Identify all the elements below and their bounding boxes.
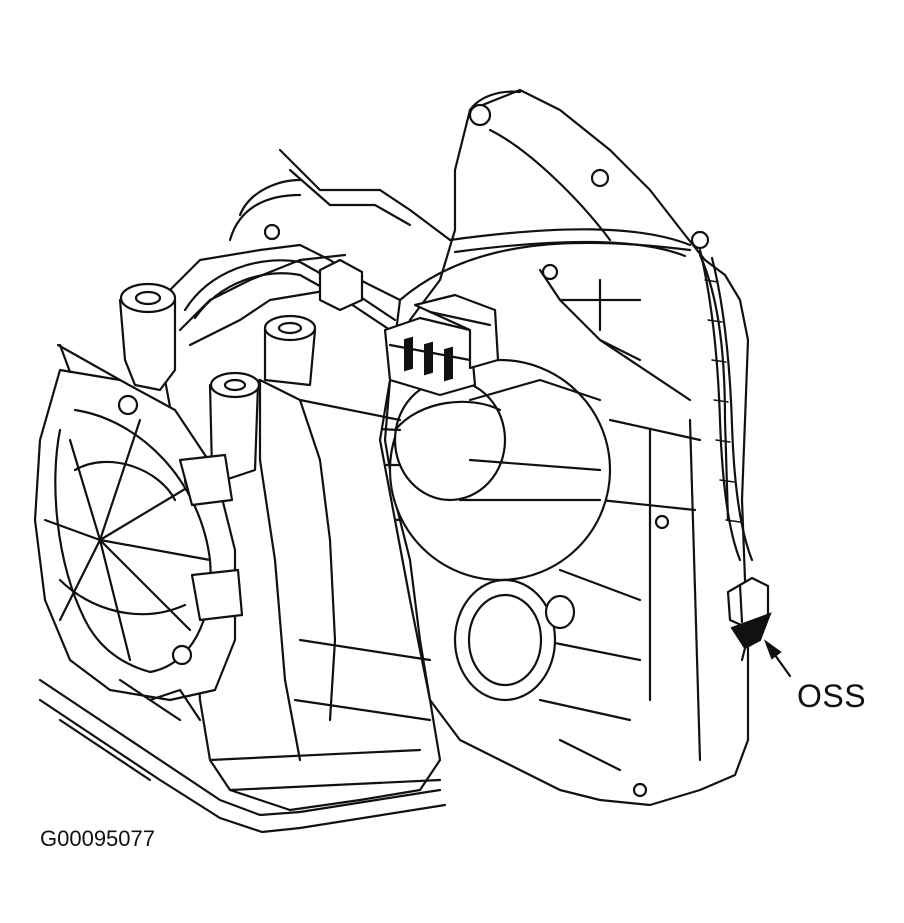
oss-leader-arrow [763, 639, 792, 678]
housing-ribs [538, 263, 702, 798]
side-cover [33, 343, 244, 702]
harness-connectors [318, 258, 500, 397]
converter-bore [288, 358, 612, 582]
axle-bore [453, 578, 576, 702]
oil-pan [38, 678, 447, 834]
oss-sensor [726, 576, 772, 662]
wiring-harness [183, 148, 754, 562]
oss-callout-label: OSS [797, 678, 867, 714]
figure-id: G00095077 [40, 826, 155, 851]
